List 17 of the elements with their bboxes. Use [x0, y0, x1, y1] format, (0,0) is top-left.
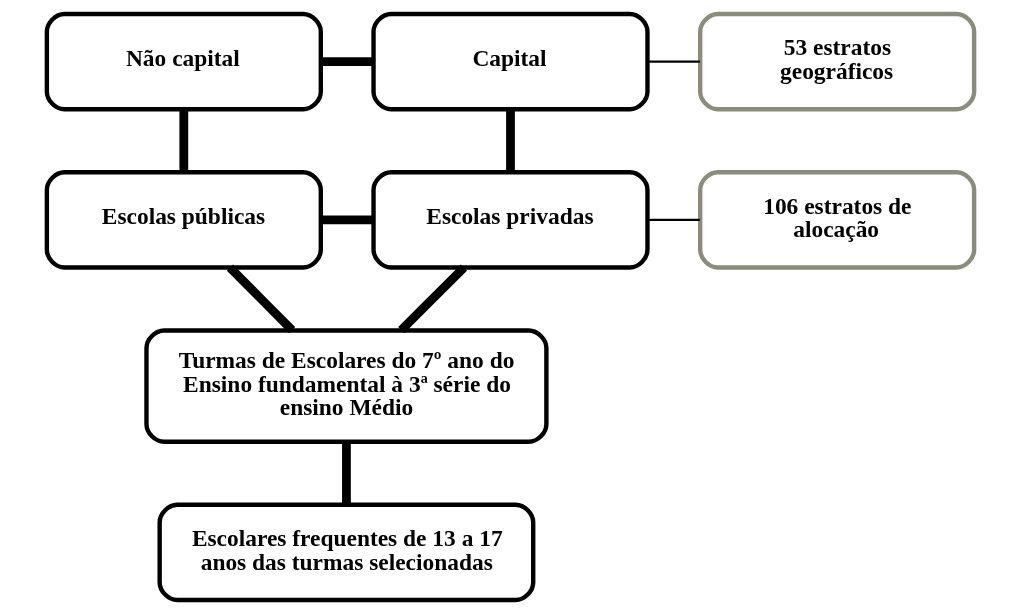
connector	[226, 264, 296, 334]
node-box: Escolas privadas	[371, 170, 650, 270]
connector	[321, 57, 374, 67]
connector	[647, 60, 700, 63]
node-box: 106 estratos de alocação	[698, 170, 977, 270]
connector	[342, 441, 351, 505]
connector	[647, 218, 700, 221]
node-box: Não capital	[44, 11, 323, 112]
node-box: Capital	[371, 11, 650, 112]
connector	[506, 109, 515, 173]
node-box: Turmas de Escolares do 7º ano do Ensino fundamental à 3ª série do ensino Médio	[144, 328, 549, 444]
connector	[398, 264, 468, 334]
node-box: 53 estratos geográficos	[698, 11, 977, 112]
connector	[179, 109, 189, 173]
node-box: Escolas públicas	[44, 170, 323, 270]
node-box: Escolares frequentes de 13 a 17 anos das turmas selecionadas	[157, 502, 536, 603]
connector	[321, 215, 374, 225]
